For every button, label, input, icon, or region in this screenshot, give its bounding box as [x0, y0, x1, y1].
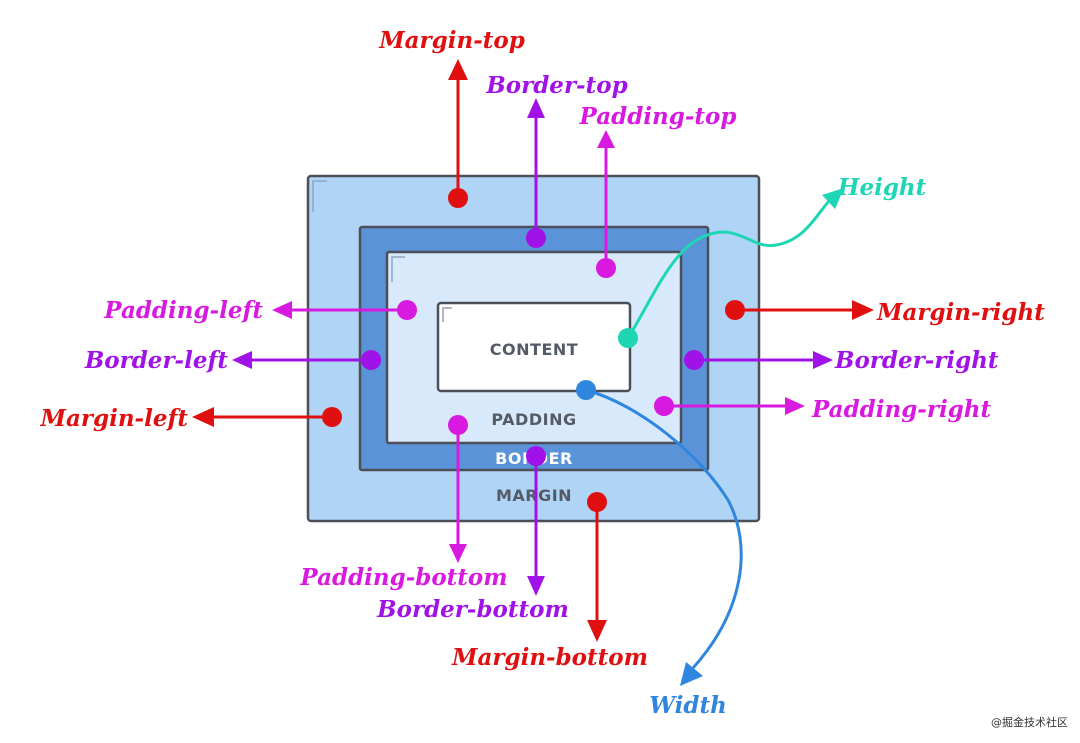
padding-right-label: Padding-right — [811, 396, 991, 423]
height-label: Height — [837, 174, 927, 201]
watermark-text: @掘金技术社区 — [991, 715, 1068, 729]
margin-top-arrow — [448, 59, 468, 208]
margin-left-label: Margin-left — [40, 405, 189, 432]
border-right-arrow — [684, 350, 833, 370]
margin-left-arrow — [192, 407, 342, 427]
margin-bottom-arrow — [587, 492, 607, 642]
border-bottom-arrow — [526, 446, 546, 596]
padding-left-arrow — [272, 300, 417, 320]
border-bottom-label: Border-bottom — [376, 596, 569, 623]
padding-top-arrow — [596, 130, 616, 278]
padding-bottom-label: Padding-bottom — [299, 564, 507, 591]
width-label: Width — [649, 692, 727, 719]
margin-right-label: Margin-right — [876, 299, 1045, 326]
padding-right-arrow — [654, 396, 805, 416]
border-top-arrow — [526, 98, 546, 248]
border-left-arrow — [232, 350, 381, 370]
width-arrow — [576, 380, 743, 686]
padding-left-label: Padding-left — [103, 297, 263, 324]
margin-box-label: MARGIN — [496, 486, 572, 505]
margin-top-label: Margin-top — [378, 27, 525, 54]
padding-top-label: Padding-top — [579, 103, 737, 130]
border-top-label: Border-top — [485, 72, 627, 99]
border-left-label: Border-left — [84, 347, 229, 374]
margin-bottom-label: Margin-bottom — [451, 644, 648, 671]
padding-box-label: PADDING — [491, 410, 576, 429]
border-right-label: Border-right — [834, 347, 999, 374]
height-arrow — [618, 188, 844, 348]
padding-bottom-arrow — [448, 415, 468, 563]
margin-right-arrow — [725, 300, 874, 320]
content-box-label: CONTENT — [490, 340, 578, 359]
